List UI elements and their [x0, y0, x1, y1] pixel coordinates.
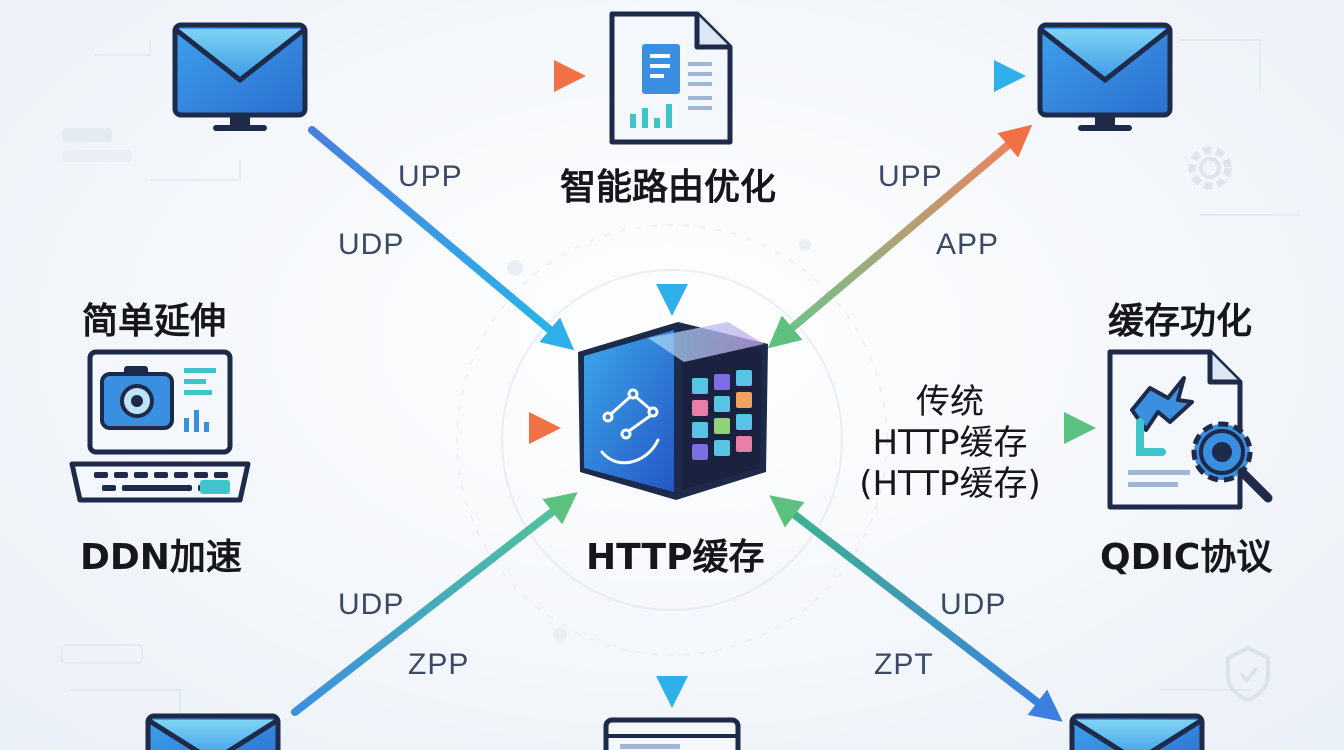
node-label-cache: 缓存功化 [1108, 301, 1253, 342]
edges [251, 60, 1096, 722]
edge-label: ZPT [874, 648, 934, 681]
edge-center-to-bottomright [769, 495, 1063, 722]
edge-label-line: HTTP缓存 [872, 423, 1028, 463]
edge-label: APP [936, 228, 1000, 261]
shield-icon [1226, 645, 1270, 703]
laptop-camera-icon [69, 349, 251, 503]
edge-center-to-topright [767, 124, 1033, 349]
mail-monitor-icon [145, 713, 281, 750]
report-document-icon [609, 11, 733, 145]
gear-icon [1188, 146, 1232, 190]
edge-label: UDP [338, 228, 405, 261]
node-label-ddn: DDN加速 [80, 537, 242, 578]
gear-icon [1191, 421, 1273, 503]
mail-monitor-icon [1069, 713, 1205, 750]
edge-label-traditional-http: 传统 HTTP缓存 (HTTP缓存) [840, 382, 1060, 505]
node-label-http-cache: HTTP缓存 [586, 537, 765, 578]
edge-label-line: (HTTP缓存) [859, 464, 1041, 504]
edge-label: UPP [878, 160, 943, 193]
mail-monitor-icon [172, 22, 308, 131]
edge-label-line: 传统 [916, 382, 984, 422]
edge-label: UDP [940, 588, 1007, 621]
node-label-qdic: QDIC协议 [1100, 537, 1273, 578]
edge-label: UDP [338, 588, 405, 621]
http-cache-cube-icon [578, 322, 768, 500]
edge-bottomleft-to-center [291, 492, 578, 716]
browser-window-icon [603, 717, 741, 750]
edge-label: UPP [398, 160, 463, 193]
mail-monitor-icon [1037, 22, 1173, 131]
node-label-routing: 智能路由优化 [560, 167, 777, 208]
edge-topleft-to-center [308, 126, 575, 351]
edge-label: ZPP [408, 648, 470, 681]
node-label-simple-extension: 简单延伸 [82, 301, 227, 342]
